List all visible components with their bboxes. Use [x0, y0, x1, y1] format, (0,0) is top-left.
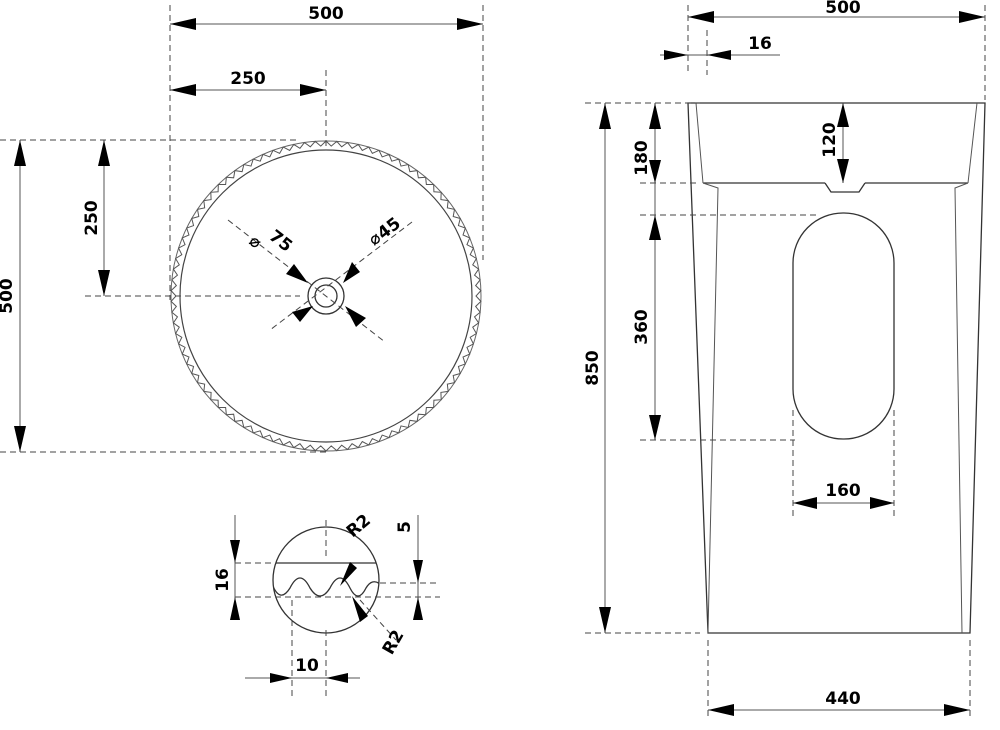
- arrow: [230, 597, 240, 620]
- arrow: [14, 140, 26, 166]
- arrow: [457, 18, 483, 30]
- inner-wall-right-upper: [967, 102, 978, 184]
- drain-opening: [824, 182, 866, 193]
- arrow: [649, 160, 661, 183]
- arrow: [837, 103, 849, 127]
- arrow: [708, 704, 734, 716]
- arrow: [664, 50, 688, 60]
- front-panel-opening: [792, 212, 895, 440]
- arrow: [170, 84, 196, 96]
- dim-base-width: 440: [825, 689, 861, 709]
- dim-detail-thickness: 16: [213, 568, 233, 592]
- pedestal-outline: [687, 102, 986, 634]
- arrow: [944, 704, 970, 716]
- dim-half-height: 250: [82, 200, 102, 236]
- arrow: [688, 11, 714, 23]
- arrow: [599, 103, 611, 129]
- inner-wall-left-upper: [695, 102, 704, 184]
- arrow: [345, 306, 366, 327]
- leader-r2-bottom: [359, 599, 397, 641]
- dim-basin-height: 180: [632, 140, 652, 176]
- detail-view: 16 5 10 R2 R2: [213, 510, 440, 696]
- arrow: [98, 140, 110, 166]
- basin-serrated-edge: [170, 140, 482, 452]
- arrow: [793, 497, 817, 509]
- arrow: [270, 673, 292, 683]
- dim-radius-bottom: R2: [379, 627, 409, 659]
- basin-inner-rim: [179, 149, 473, 443]
- dim-panel-height: 360: [632, 309, 652, 345]
- dim-wall: 16: [748, 34, 772, 54]
- arrow: [649, 103, 661, 129]
- dim-radius-top: R2: [343, 510, 375, 541]
- arrow: [870, 497, 894, 509]
- arrow: [707, 50, 731, 60]
- dim-half-width: 250: [230, 69, 266, 89]
- dim-side-width: 500: [825, 0, 861, 18]
- arrow: [959, 11, 985, 23]
- arrow: [599, 607, 611, 633]
- arrow: [340, 562, 357, 586]
- arrow: [837, 159, 849, 183]
- arrow: [326, 673, 348, 683]
- arrow: [413, 597, 423, 620]
- arrow: [170, 18, 196, 30]
- arrow: [300, 84, 326, 96]
- arrow: [649, 215, 661, 240]
- dim-height: 500: [0, 278, 17, 314]
- dim-width: 500: [308, 4, 344, 24]
- diameter-symbol-outer: ⌀: [245, 231, 265, 253]
- dim-panel-width: 160: [825, 481, 861, 501]
- inner-wall-right: [954, 182, 969, 634]
- dim-basin-depth: 120: [820, 122, 840, 158]
- dim-total-height: 850: [583, 350, 603, 386]
- arrow: [14, 426, 26, 452]
- arrow: [286, 264, 308, 283]
- top-view: 500 250 500 250 ⌀ 75 ⌀ 4: [0, 4, 484, 453]
- arrow: [649, 415, 661, 440]
- arrow: [352, 596, 368, 622]
- dim-detail-pitch: 10: [295, 656, 319, 676]
- dim-detail-depth: 5: [395, 521, 415, 533]
- side-view: 500 16 850 180 360 120 160: [583, 0, 986, 720]
- inner-wall-left: [702, 182, 719, 634]
- arrow: [343, 262, 360, 283]
- detail-wave-profile: [273, 577, 379, 597]
- arrow: [98, 270, 110, 296]
- arrow: [230, 540, 240, 563]
- drain-outer-circle: [307, 277, 345, 315]
- arrow: [292, 306, 313, 322]
- arrow: [413, 560, 423, 583]
